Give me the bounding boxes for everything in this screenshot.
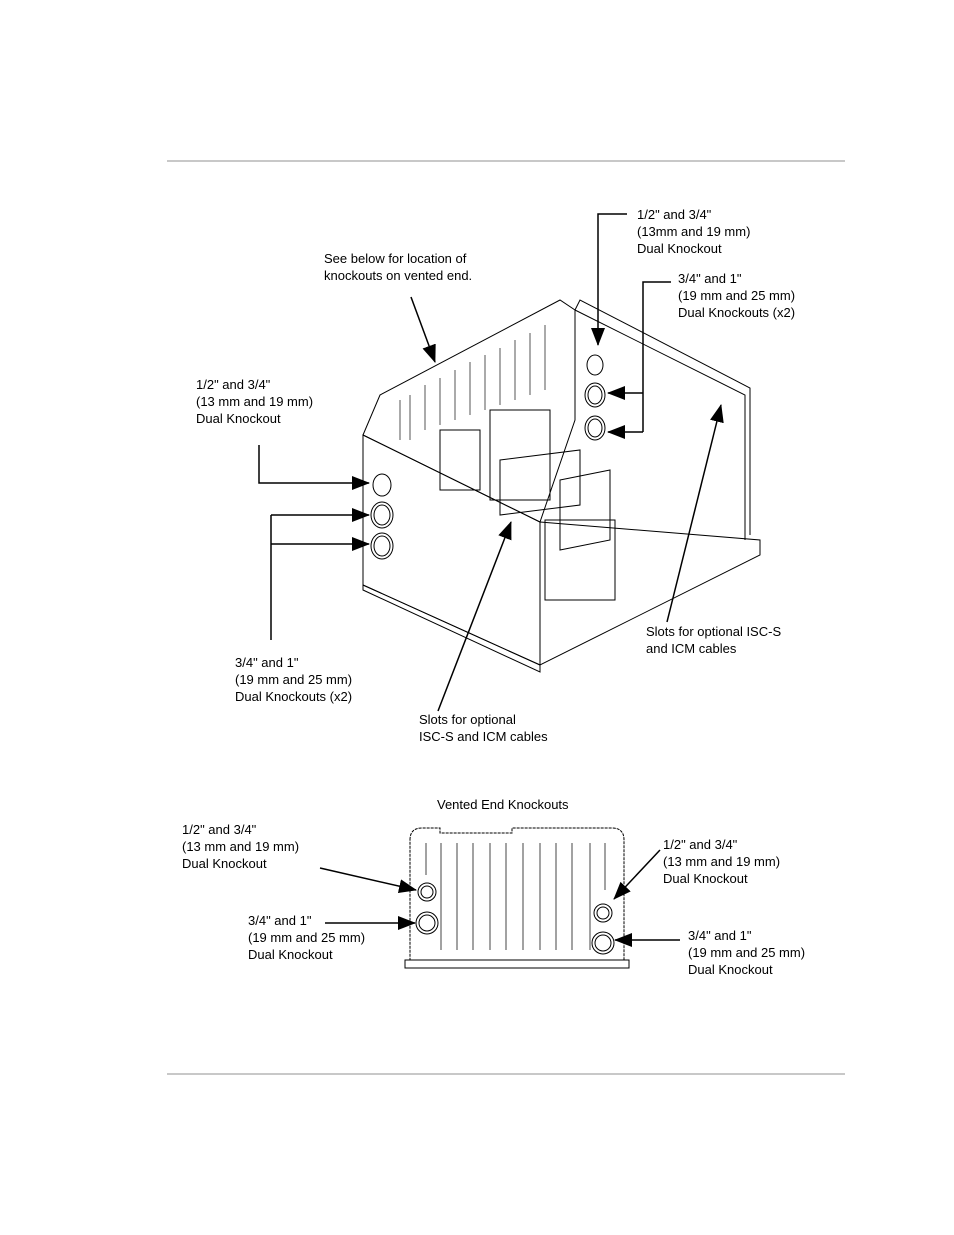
callout-line: (19 mm and 25 mm): [678, 288, 796, 303]
callout-line: Dual Knockouts (x2): [235, 689, 353, 704]
callout-line: 3/4" and 1": [248, 913, 312, 928]
enclosure-isometric: [362, 299, 761, 673]
callout-line: 1/2" and 3/4": [637, 207, 712, 222]
vented-end-title: Vented End Knockouts: [437, 797, 569, 812]
callout-see-below: See below for location of knockouts on v…: [324, 250, 472, 284]
callout-line: 1/2" and 3/4": [196, 377, 271, 392]
callout-line: and ICM cables: [646, 641, 737, 656]
callout-line: Dual Knockout: [637, 241, 722, 256]
callout-line: (13 mm and 19 mm): [182, 839, 300, 854]
header-rule: [167, 160, 845, 162]
callout-line: 3/4" and 1": [688, 928, 752, 943]
callout-top-right-large-knockouts: 3/4" and 1" (19 mm and 25 mm) Dual Knock…: [678, 270, 795, 321]
callout-line: (19 mm and 25 mm): [688, 945, 806, 960]
callout-left-small-knockout: 1/2" and 3/4" (13 mm and 19 mm) Dual Kno…: [196, 376, 313, 427]
callout-line: Dual Knockouts (x2): [678, 305, 796, 320]
callout-line: (19 mm and 25 mm): [235, 672, 353, 687]
callout-line: Slots for optional ISC-S: [646, 624, 782, 639]
callout-line: Dual Knockout: [663, 871, 748, 886]
vented-left-small-knockout: 1/2" and 3/4" (13 mm and 19 mm) Dual Kno…: [182, 821, 299, 872]
vented-end-view: [404, 827, 630, 969]
callout-line: 3/4" and 1": [678, 271, 742, 286]
callout-slots-center: Slots for optional ISC-S and ICM cables: [419, 711, 548, 745]
callout-line: ISC-S and ICM cables: [419, 729, 548, 744]
callout-top-right-small-knockout: 1/2" and 3/4" (13mm and 19 mm) Dual Knoc…: [637, 206, 750, 257]
callout-line: 1/2" and 3/4": [182, 822, 257, 837]
callout-line: Slots for optional: [419, 712, 516, 727]
callout-line: (19 mm and 25 mm): [248, 930, 366, 945]
callout-line: (13 mm and 19 mm): [196, 394, 314, 409]
vented-left-large-knockout: 3/4" and 1" (19 mm and 25 mm) Dual Knock…: [248, 912, 365, 963]
callout-arrows: [258, 213, 724, 947]
callout-left-large-knockouts: 3/4" and 1" (19 mm and 25 mm) Dual Knock…: [235, 654, 352, 705]
footer-rule: [167, 1073, 845, 1075]
vent-slots: [399, 325, 546, 440]
internal-boards: [439, 409, 616, 601]
side-knockouts: [370, 354, 606, 560]
callout-line: Dual Knockout: [248, 947, 333, 962]
callout-line: 1/2" and 3/4": [663, 837, 738, 852]
callout-line: Dual Knockout: [688, 962, 773, 977]
callout-line: (13 mm and 19 mm): [663, 854, 781, 869]
callout-line: 3/4" and 1": [235, 655, 299, 670]
callout-line: (13mm and 19 mm): [637, 224, 751, 239]
vented-right-large-knockout: 3/4" and 1" (19 mm and 25 mm) Dual Knock…: [688, 927, 805, 978]
callout-line: Dual Knockout: [196, 411, 281, 426]
vented-right-small-knockout: 1/2" and 3/4" (13 mm and 19 mm) Dual Kno…: [663, 836, 780, 887]
callout-line: knockouts on vented end.: [324, 268, 473, 283]
callout-line: Dual Knockout: [182, 856, 267, 871]
callout-slots-right: Slots for optional ISC-S and ICM cables: [646, 623, 781, 657]
callout-line: See below for location of: [324, 251, 467, 266]
